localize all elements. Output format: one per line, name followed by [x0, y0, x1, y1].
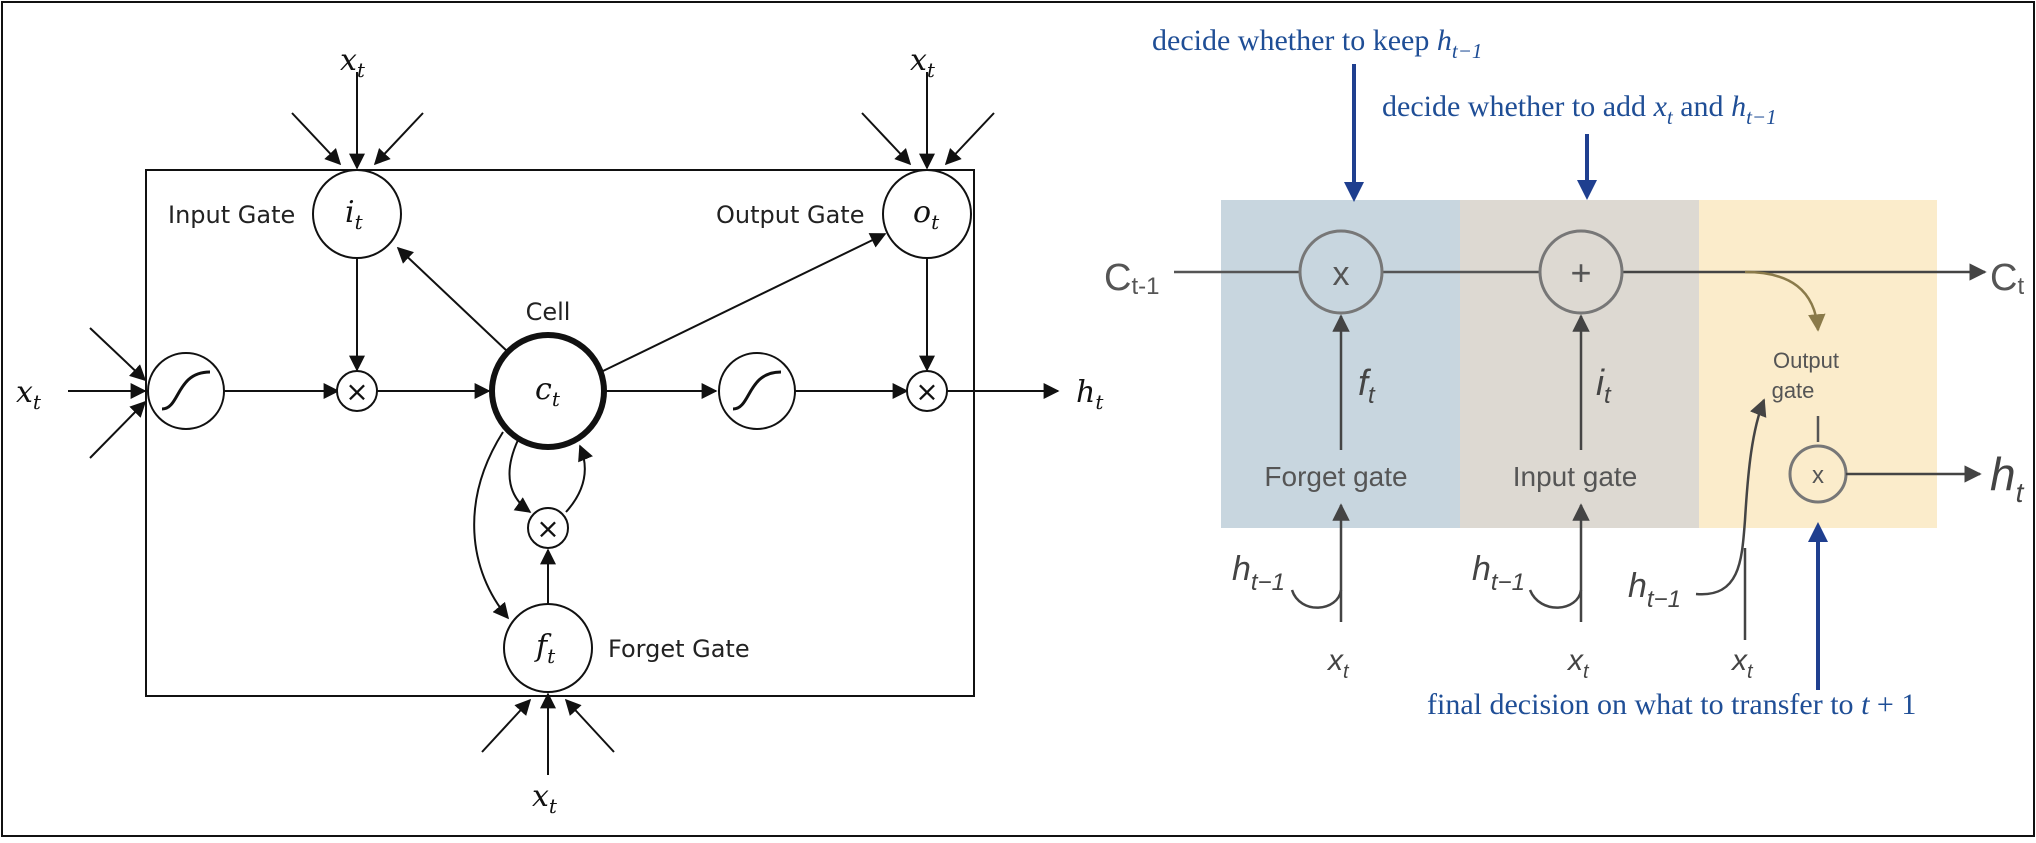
input-gate-label: Input Gate [168, 201, 295, 229]
input-gate-arrow-right [373, 112, 424, 166]
cell-to-forget-gate-arrow [473, 431, 510, 620]
forget-multiply-node [1298, 229, 1384, 315]
input-multiply-symbol: × [345, 375, 368, 408]
input-h-merge-curve [1528, 589, 1583, 609]
output-x-label: xt [1730, 644, 1754, 683]
input-add-node [1538, 229, 1624, 315]
output-gate-arrow-right [944, 112, 995, 166]
forget-gate-arrow-left [481, 698, 532, 753]
forget-gate-x-label: xt [532, 779, 558, 818]
cell-to-output-gate-arrow [602, 233, 887, 372]
output-h-prev-label: ht−1 [1628, 567, 1681, 613]
left-output-h-label: ht [1076, 375, 1104, 414]
input-i-label: it [1596, 362, 1612, 409]
right-output-h-label: ht [1990, 448, 2025, 508]
forget-h-prev-label: ht−1 [1232, 550, 1285, 596]
input-gate-symbol: it [345, 195, 364, 234]
forget-gate-arrow-right [564, 698, 615, 753]
output-gate-label-line2: gate [1772, 378, 1815, 403]
input-zone [1460, 200, 1699, 528]
input-arrow-left-upper [89, 327, 147, 382]
output-squash-node [718, 352, 796, 430]
input-gate-x-label: xt [340, 43, 366, 82]
input-arrow-left-lower [89, 400, 147, 459]
input-gate-label: Input gate [1513, 461, 1638, 492]
cell-to-forget-mult-arrow [508, 439, 532, 513]
output-gate-label-line1: Output [1773, 348, 1839, 373]
forget-x-label: xt [1326, 644, 1350, 683]
input-add-symbol: + [1570, 252, 1591, 293]
input-x-label: xt [1566, 644, 1590, 683]
input-squash-node [147, 352, 225, 430]
output-gate-curve-arrow [1744, 270, 1826, 332]
output-gate-arrow-left [861, 112, 912, 166]
next-cell-label: Ct [1990, 257, 2024, 300]
forget-gate-label: Forget Gate [608, 635, 750, 663]
annotation-final: final decision on what to transfer to t … [1427, 688, 1916, 721]
cell-label: Cell [526, 298, 571, 326]
forget-multiply-symbol: × [536, 512, 559, 545]
output-gate-x-label: xt [910, 43, 936, 82]
left-input-label: xt [16, 375, 42, 414]
sigmoid-curve-icon [161, 370, 211, 411]
forget-mult-to-cell-arrow [565, 444, 593, 513]
left-lstm-diagram: xt it Input Gate xt × ct Cell × ft [16, 43, 1104, 818]
annotation-keep: decide whether to keep ht−1 [1152, 24, 1482, 63]
forget-h-merge-curve [1290, 589, 1343, 609]
output-gate-symbol: ot [913, 195, 940, 234]
right-lstm-diagram: Ct-1 Ct x + ft Forget gate it Input gate… [1104, 200, 2025, 683]
prev-cell-label: Ct-1 [1104, 257, 1159, 300]
output-multiply-symbol: x [1812, 462, 1824, 489]
annotations: decide whether to keep ht−1 decide wheth… [1152, 24, 1916, 721]
cell-to-input-gate-arrow [396, 246, 509, 353]
forget-multiply-node [527, 507, 569, 549]
sigmoid-curve-icon [732, 370, 782, 411]
forget-gate-label: Forget gate [1264, 461, 1407, 492]
output-gate-label: Output Gate [716, 201, 864, 229]
output-multiply-symbol: × [915, 375, 938, 408]
forget-multiply-symbol: x [1333, 255, 1350, 293]
cell-symbol: ct [535, 372, 561, 411]
input-h-prev-label: ht−1 [1472, 550, 1525, 596]
annotation-add: decide whether to add xt and ht−1 [1382, 90, 1777, 129]
input-gate-arrow-left [291, 112, 342, 166]
output-h-input-curve [1695, 398, 1767, 596]
lstm-block-box [145, 169, 975, 697]
